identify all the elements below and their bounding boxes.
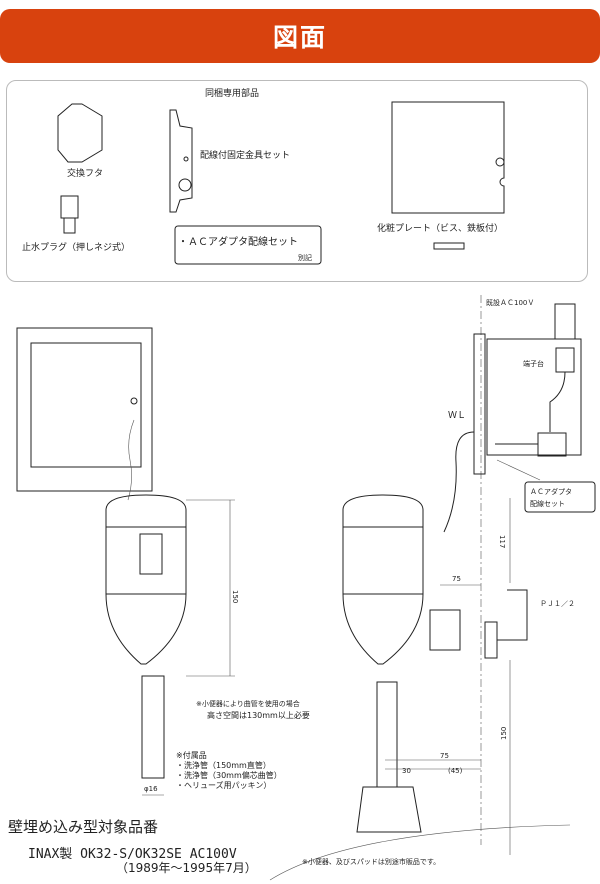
parts-heading: 同梱専用部品 xyxy=(205,87,259,99)
plate-label: 化粧プレート（ビス、鉄板付） xyxy=(377,222,503,234)
target-model: INAX製 OK32-S/OK32SE AC100V xyxy=(28,847,237,862)
side-dim-75-bottom: 75 xyxy=(440,752,449,760)
side-view-drawing xyxy=(269,295,582,881)
side-dim-45: (45) xyxy=(448,767,463,775)
accessories-title: ※付属品 xyxy=(176,750,207,760)
existing-power-label: 既設ＡＣ100Ｖ xyxy=(486,298,534,307)
ac-set-box xyxy=(174,225,322,265)
ac-adapter-label-2: 配線セット xyxy=(530,499,565,508)
side-dim-75-top: 75 xyxy=(452,575,461,583)
ac-adapter-label-1: ＡＣアダプタ xyxy=(530,487,572,496)
terminal-block-label: 端子台 xyxy=(523,359,544,368)
side-dim-150: 150 xyxy=(500,727,508,740)
side-dim-30: 30 xyxy=(402,767,411,775)
page-header: 図面 xyxy=(0,9,600,63)
bracket-label: 配線付固定金具セット xyxy=(200,149,290,161)
target-title: 壁埋め込み型対象品番 xyxy=(8,818,158,836)
decorative-plate-drawing xyxy=(391,101,505,214)
accessory-2: ・洗浄管（30mm偏芯曲管） xyxy=(176,770,282,780)
header-title: 図面 xyxy=(272,23,327,52)
front-view-drawing xyxy=(16,327,235,796)
ac-set-label: ・ＡＣアダプタ配線セット xyxy=(178,235,298,248)
front-dim-150: 150 xyxy=(231,590,239,603)
front-dim-phi16: φ16 xyxy=(144,785,158,793)
ac-adapter-callout-box xyxy=(524,481,596,513)
accessory-3: ・ヘリューズ用パッキン） xyxy=(176,780,271,790)
stop-plug-drawing xyxy=(60,195,79,234)
cap-label: 交換フタ xyxy=(67,167,103,179)
side-footnote: ※小便器、及びスパッドは別途市販品です。 xyxy=(302,857,440,866)
included-parts-panel xyxy=(6,80,588,282)
bent-pipe-note-1: ※小便器により曲管を使用の場合 xyxy=(196,699,300,708)
plug-label: 止水プラグ（押しネジ式） xyxy=(22,241,130,253)
water-level-label: ＷＬ xyxy=(448,411,466,421)
pj-label: ＰＪ１／２ xyxy=(540,600,575,608)
replacement-cap-drawing xyxy=(57,103,103,163)
bent-pipe-note-2: 高さ空間は130mm以上必要 xyxy=(207,710,310,720)
side-dim-117: 117 xyxy=(498,535,506,548)
bracket-drawing xyxy=(169,109,193,213)
accessory-1: ・洗浄管（150mm直管） xyxy=(176,760,271,770)
target-period: （1989年～1995年7月） xyxy=(116,861,257,875)
screw-drawing xyxy=(433,242,465,250)
ac-set-note: 別記 xyxy=(298,253,312,262)
